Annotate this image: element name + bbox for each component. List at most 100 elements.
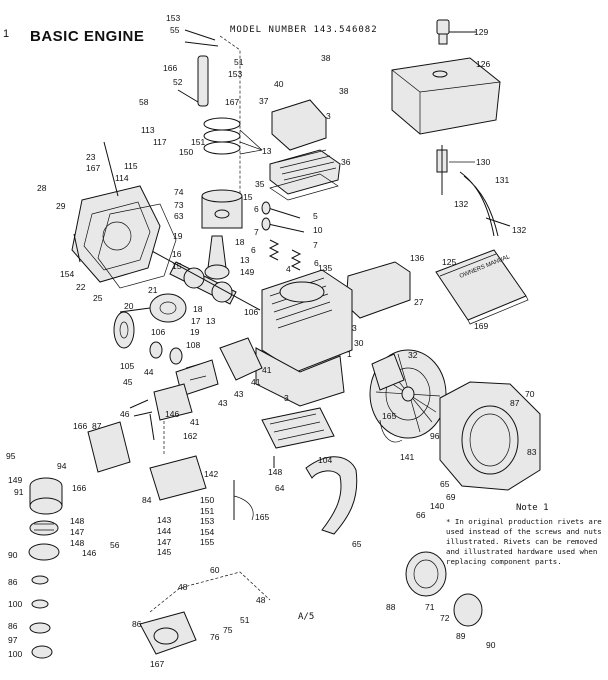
callout-103: 105 [120, 361, 135, 371]
callout-149: 154 [200, 527, 215, 537]
page-number: A/5 [298, 612, 315, 622]
callout-118: 131 [495, 175, 510, 185]
callout-5: 5 [313, 211, 318, 221]
callout-141: 147 [70, 527, 85, 537]
callout-3: 3 [352, 323, 357, 333]
callout-139: 147 [157, 537, 172, 547]
carburetor [175, 337, 263, 397]
callout-44: 46 [120, 409, 130, 419]
callout-29: 29 [56, 201, 66, 211]
callout-71: 71 [425, 602, 435, 612]
callout-90: 94 [57, 461, 67, 471]
callout-167: 167 [150, 659, 165, 669]
callout-9: 6 [314, 258, 319, 268]
callout-34: 37 [259, 96, 269, 106]
blower-housing [439, 381, 541, 491]
callout-78: 87 [510, 398, 520, 408]
callout-125: 140 [430, 501, 445, 511]
callout-21: 20 [124, 301, 134, 311]
callout-115: 129 [474, 27, 489, 37]
callout-100: 104 [318, 455, 333, 465]
callout-85: 89 [456, 631, 466, 641]
callout-117: 130 [476, 157, 491, 167]
callout-37: 40 [274, 79, 284, 89]
callout-105: 108 [186, 340, 201, 350]
callout-16: 15 [243, 192, 253, 202]
callout-6: 6 [254, 204, 259, 214]
callout-41: 44 [144, 367, 154, 377]
starter-pulley [405, 551, 483, 627]
callout-154: 166 [73, 421, 88, 431]
note-body: * In original production rivets are used… [446, 517, 602, 566]
callout-155: 166 [72, 483, 87, 493]
callout-140: 146 [82, 548, 97, 558]
callout-25: 23 [86, 152, 96, 162]
callout-133: 154 [60, 269, 75, 279]
callout-20: 19 [190, 327, 200, 337]
callout-36: 38 [339, 86, 349, 96]
callout-83-c: 86 [132, 619, 142, 629]
callout-38-a: 41 [262, 365, 272, 375]
piston-rings [203, 117, 263, 155]
callout-65: 65 [352, 539, 362, 549]
callout-148: 153 [200, 516, 215, 526]
callout-48: 48 [178, 582, 188, 592]
callout-1: 1 [347, 349, 352, 359]
model-number: MODEL NUMBER 143.546082 [230, 25, 378, 35]
callout-74: 74 [174, 187, 184, 197]
callout-52: 52 [173, 77, 183, 87]
callout-46: 51 [240, 615, 250, 625]
callout-119: 132 [512, 225, 527, 235]
fuel-cap [436, 19, 476, 45]
callout-83: 86 [8, 577, 18, 587]
callout-106: 113 [141, 125, 155, 135]
callout-94: 96 [430, 431, 440, 441]
callout-86: 90 [486, 640, 496, 650]
callout-45: 48 [256, 595, 266, 605]
callout-150: 155 [200, 537, 215, 547]
callout-58: 58 [139, 97, 149, 107]
callout-132: 153 [228, 69, 243, 79]
callout-76: 76 [210, 632, 220, 642]
callout-129: 149 [240, 267, 255, 277]
callout-38-b: 41 [190, 417, 200, 427]
callout-40: 43 [218, 398, 228, 408]
air-cleaner-stack [28, 477, 63, 659]
callout-69: 69 [446, 492, 456, 502]
callout-126: 141 [400, 452, 415, 462]
callout-3-b: 3 [284, 393, 289, 403]
air-deflector [305, 456, 358, 535]
callout-15: 13 [262, 146, 272, 156]
callout-144: 148 [268, 467, 283, 477]
callout-56: 56 [110, 540, 120, 550]
callout-95: 97 [8, 635, 18, 645]
callout-96: 100 [8, 649, 23, 659]
callout-43: 45 [123, 377, 133, 387]
valves [261, 201, 305, 271]
callout-89: 91 [14, 487, 24, 497]
callout-104-right: 106 [244, 307, 259, 317]
callout-18: 19 [173, 231, 183, 241]
callout-81: 84 [142, 495, 152, 505]
fuel-pump [139, 571, 271, 655]
callout-119-top: 132 [454, 199, 469, 209]
callout-22: 21 [148, 285, 158, 295]
callout-17: 18 [235, 237, 245, 247]
callout-77: 83 [527, 447, 537, 457]
callout-143: 148 [70, 538, 85, 548]
reed-valve [129, 383, 193, 421]
callout-60: 60 [210, 565, 220, 575]
crankcase-gasket [97, 203, 177, 289]
callout-108: 115 [124, 161, 138, 171]
callout-39: 43 [234, 389, 244, 399]
callout-17-b: 18 [193, 304, 203, 314]
callout-12: 15 [172, 261, 182, 271]
callout-7: 7 [313, 240, 318, 250]
callout-137: 145 [157, 547, 172, 557]
callout-73: 73 [174, 200, 184, 210]
callout-97: 100 [8, 599, 23, 609]
callout-66: 66 [416, 510, 426, 520]
callout-33: 36 [341, 157, 351, 167]
